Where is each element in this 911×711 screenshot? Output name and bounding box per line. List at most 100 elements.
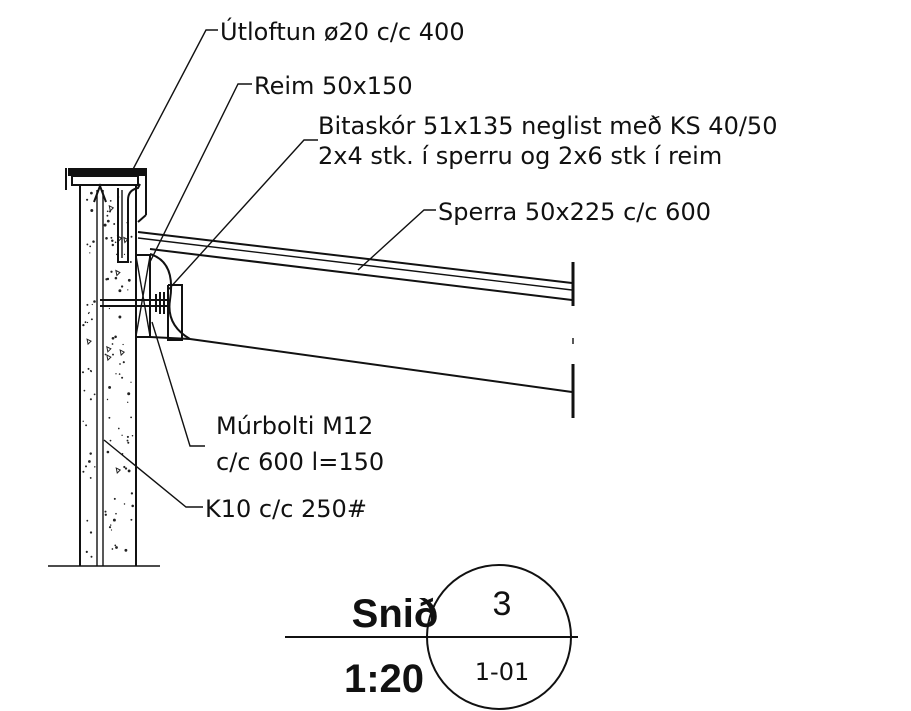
concrete-wall — [79, 183, 137, 566]
hatch-dot — [108, 385, 112, 389]
section-scale: 1:20 — [344, 657, 424, 701]
hatch-dot — [119, 363, 121, 365]
hatch-dot — [111, 243, 115, 247]
hatch-dot — [118, 315, 122, 319]
hatch-dot — [108, 526, 112, 529]
hatch-dot — [89, 476, 92, 479]
hatch-dot — [89, 398, 92, 401]
hatch-dot — [126, 439, 129, 442]
hatch-dot — [81, 371, 85, 374]
hatch-dot — [127, 289, 129, 291]
label-bolt-line1: Múrbolti M12 — [216, 412, 373, 440]
hatch-dot — [130, 492, 134, 495]
ridge-board — [135, 254, 151, 338]
hatch-dot — [86, 321, 89, 324]
sheet-reference: 1-01 — [475, 658, 529, 686]
masonry-bolt — [100, 292, 168, 314]
hatch-dot — [110, 236, 113, 239]
hatch-dot — [115, 546, 118, 549]
hatch-dot — [82, 470, 85, 473]
section-title-block: Snið 1:20 3 1-01 — [285, 564, 578, 710]
hatch-dot — [110, 529, 113, 531]
hatch-aggregate — [108, 204, 115, 212]
hatch-dot — [89, 252, 91, 254]
hatch-aggregate — [115, 467, 122, 475]
hatch-dot — [120, 285, 124, 288]
hatch-dot — [124, 467, 128, 470]
hatch-dot — [124, 548, 128, 552]
hatch-dot — [123, 503, 126, 505]
title-bubble — [426, 564, 572, 710]
label-ventilation: Útloftun ø20 c/c 400 — [220, 16, 465, 46]
hatch-dot — [104, 510, 107, 513]
hatch-dot — [113, 223, 116, 225]
hatch-dot — [90, 191, 93, 195]
hatch-dot — [109, 439, 112, 442]
hatch-dot — [111, 239, 114, 243]
hatch-dot — [127, 441, 130, 444]
hatch-dot — [89, 245, 92, 248]
hatch-dot — [121, 434, 123, 436]
label-bolt-line2: c/c 600 l=150 — [216, 448, 384, 476]
hatch-dot — [106, 214, 109, 217]
concrete-hatch — [81, 191, 134, 558]
hatch-dot — [103, 223, 107, 227]
hatch-dot — [115, 512, 117, 515]
hatch-dot — [130, 381, 132, 383]
section-name: Snið — [352, 592, 439, 636]
hatch-dot — [127, 278, 131, 282]
joist-hanger — [167, 284, 183, 341]
hatch-dot — [113, 497, 116, 500]
hatch-dot — [89, 369, 92, 372]
hatch-dot — [90, 555, 93, 558]
label-hanger-line1: Bitaskór 51x135 neglist með KS 40/50 — [318, 112, 777, 140]
hatch-dot — [90, 209, 94, 212]
hatch-dot — [130, 518, 133, 521]
hatch-dot — [114, 544, 117, 547]
hatch-dot — [118, 373, 121, 375]
hatch-dot — [111, 336, 115, 340]
hatch-aggregate — [106, 345, 112, 353]
hatch-dot — [104, 513, 107, 516]
hatch-dot — [85, 550, 88, 554]
hatch-dot — [131, 504, 134, 508]
hatch-dot — [109, 200, 112, 202]
hatch-dot — [110, 270, 113, 273]
hatch-dot — [106, 210, 109, 213]
label-ridge-board: Reim 50x150 — [254, 72, 413, 100]
hatch-dot — [112, 518, 116, 522]
vent-pipe — [117, 183, 141, 263]
hatch-dot — [82, 420, 84, 422]
rafter — [137, 231, 575, 418]
hatch-aggregate — [123, 236, 129, 244]
hatch-dot — [106, 450, 110, 454]
hatch-dot — [110, 524, 112, 526]
hatch-dot — [90, 318, 93, 321]
hatch-dot — [83, 389, 86, 392]
hatch-dot — [93, 300, 96, 303]
hatch-dot — [108, 307, 111, 310]
hatch-dot — [106, 398, 109, 401]
hatch-dot — [117, 427, 120, 430]
hatch-dot — [105, 278, 108, 281]
hatch-dot — [115, 373, 117, 375]
hatch-dot — [130, 416, 133, 419]
hatch-dot — [118, 289, 122, 293]
hatch-dot — [122, 361, 125, 364]
hatch-dot — [84, 321, 87, 324]
hatch-dot — [93, 393, 96, 396]
hatch-dot — [131, 435, 134, 437]
hatch-dot — [108, 416, 111, 419]
hatch-dot — [122, 343, 124, 346]
hatch-dot — [85, 424, 88, 427]
hatch-dot — [112, 353, 114, 356]
hatch-dot — [86, 519, 89, 522]
hatch-dot — [86, 243, 89, 246]
hatch-dot — [123, 253, 126, 256]
hatch-dot — [104, 353, 107, 356]
hatch-dot — [94, 466, 96, 468]
hatch-dot — [111, 548, 114, 550]
hatch-dot — [129, 261, 132, 263]
hatch-dot — [114, 276, 118, 280]
